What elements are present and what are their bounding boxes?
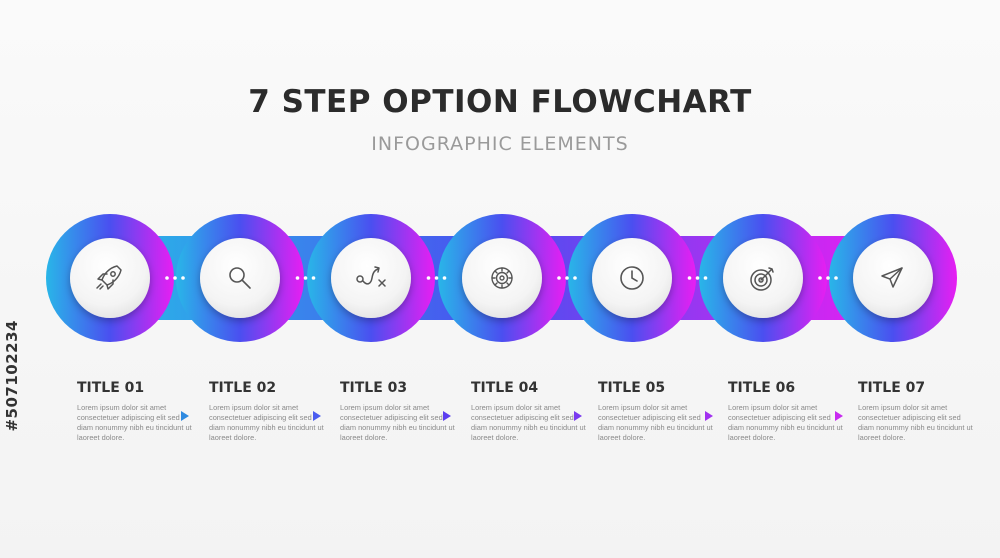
step-arrow-1 [181,411,189,421]
step-circle-2 [200,238,280,318]
strategy-icon [351,258,391,298]
step-3: TITLE 03 Lorem ipsum dolor sit amet cons… [340,380,455,443]
step-arrow-2 [313,411,321,421]
step-5: TITLE 05 Lorem ipsum dolor sit amet cons… [598,380,713,443]
step-title: TITLE 01 [77,380,145,396]
step-arrow-3 [443,411,451,421]
step-6: TITLE 06 Lorem ipsum dolor sit amet cons… [728,380,843,443]
connector-dot [303,276,308,280]
connector-dot [687,276,692,280]
step-circle-3 [331,238,411,318]
step-description: Lorem ipsum dolor sit amet consectetuer … [598,403,713,442]
step-4: TITLE 04 Lorem ipsum dolor sit amet cons… [471,380,586,443]
connector-dot [434,276,439,280]
connector-dot [295,276,300,280]
step-title: TITLE 06 [728,380,796,396]
step-1: TITLE 01 Lorem ipsum dolor sit amet cons… [77,380,192,443]
step-circle-4 [462,238,542,318]
connector-dot [565,276,569,280]
step-circle-7 [853,238,933,318]
step-description: Lorem ipsum dolor sit amet consectetuer … [209,403,324,442]
target-icon [743,258,783,298]
connector-dot [557,276,561,280]
connector-dot [181,276,185,280]
rocket-icon [89,258,129,298]
step-2: TITLE 02 Lorem ipsum dolor sit amet cons… [209,380,324,443]
page-title: 7 STEP OPTION FLOWCHART [248,84,752,120]
connector-dot [834,276,838,280]
stock-id-watermark: #507102234 [3,320,21,432]
step-description: Lorem ipsum dolor sit amet consectetuer … [858,403,973,442]
step-circle-1 [70,238,150,318]
step-title: TITLE 02 [209,380,277,396]
connector-dot [826,276,830,280]
clock-icon [612,258,652,298]
connector-dot [703,276,708,280]
connector-dot [311,276,316,280]
step-7: TITLE 07 Lorem ipsum dolor sit amet cons… [858,380,973,443]
step-description: Lorem ipsum dolor sit amet consectetuer … [471,403,586,442]
connector-dot [426,276,431,280]
step-description: Lorem ipsum dolor sit amet consectetuer … [77,403,192,442]
connector-dot [173,276,177,280]
page-subtitle: INFOGRAPHIC ELEMENTS [371,133,629,155]
connector-dot [165,276,169,280]
connector-dot [818,276,822,280]
connector-dot [573,276,577,280]
step-title: TITLE 07 [858,380,926,396]
step-description: Lorem ipsum dolor sit amet consectetuer … [340,403,455,442]
step-arrow-4 [574,411,582,421]
magnifier-icon [220,258,260,298]
step-description: Lorem ipsum dolor sit amet consectetuer … [728,403,843,442]
connector-dot [695,276,700,280]
step-title: TITLE 04 [471,380,539,396]
step-title: TITLE 05 [598,380,666,396]
step-arrow-5 [705,411,713,421]
paper-plane-icon [873,258,913,298]
step-arrow-6 [835,411,843,421]
gear-icon [482,258,522,298]
step-title: TITLE 03 [340,380,408,396]
connector-dot [442,276,447,280]
